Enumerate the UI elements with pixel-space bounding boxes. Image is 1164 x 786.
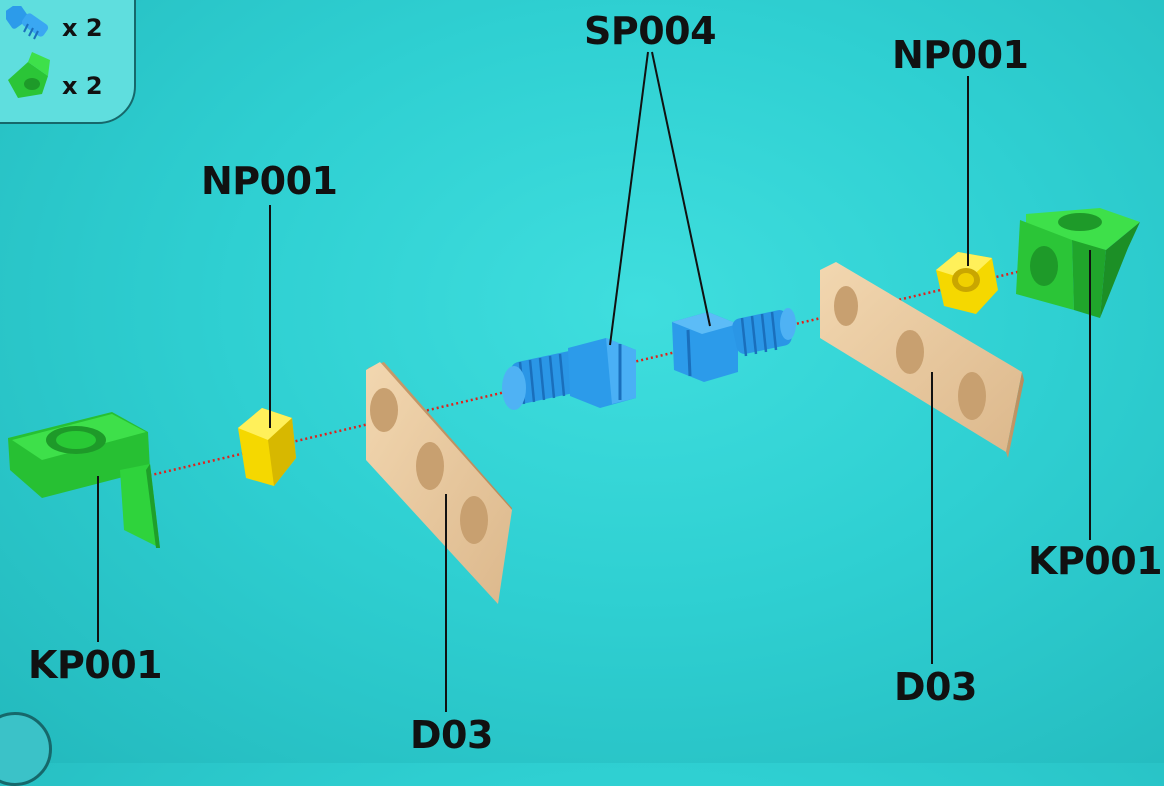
screw-quantity: x 2 <box>62 14 103 42</box>
leader-sp004-left <box>609 51 649 346</box>
right-plate-d03 <box>820 262 1024 458</box>
left-nut-np001 <box>238 408 296 486</box>
left-bracket-kp001 <box>8 412 160 548</box>
label-kp001-right: KP001 <box>1028 539 1163 583</box>
label-np001-right: NP001 <box>892 33 1029 77</box>
blue-screw-icon <box>6 6 49 40</box>
bracket-quantity: x 2 <box>62 72 103 100</box>
right-bracket-kp001 <box>1016 208 1140 318</box>
label-np001-left: NP001 <box>201 159 338 203</box>
leader-lines <box>97 51 1091 712</box>
label-sp004: SP004 <box>584 9 717 53</box>
assembly-diagram <box>8 51 1140 712</box>
right-nut-np001 <box>936 252 998 314</box>
leader-sp004-right <box>651 51 711 327</box>
assembly-axis <box>129 260 1061 482</box>
left-plate-d03 <box>366 362 512 604</box>
label-d03-right: D03 <box>894 665 977 709</box>
green-angle-bracket-icon <box>8 52 50 98</box>
label-kp001-left: KP001 <box>28 643 163 687</box>
left-screw-sp004 <box>502 338 636 410</box>
right-screw-sp004 <box>672 308 796 382</box>
label-d03-left: D03 <box>410 713 493 757</box>
